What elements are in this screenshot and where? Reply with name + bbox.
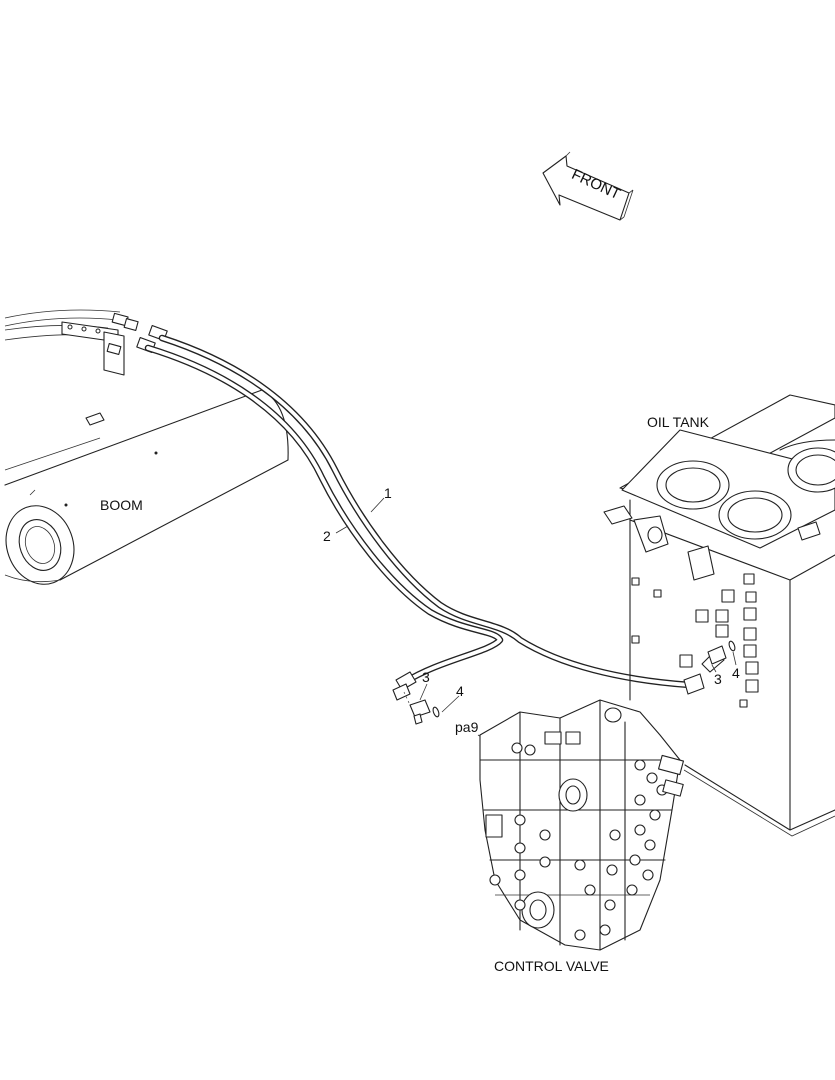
callout-2: 2	[323, 528, 331, 544]
hose-assemblies	[144, 334, 725, 701]
control-valve-label: CONTROL VALVE	[494, 958, 609, 974]
oil-tank-label: OIL TANK	[647, 414, 710, 430]
upper-pipes	[4, 309, 168, 376]
control-valve: CONTROL VALVE	[479, 699, 684, 974]
callout-1: 1	[384, 485, 392, 501]
callout-3-right: 3	[714, 671, 722, 687]
fitting-group-right	[707, 640, 736, 665]
callouts: 1 2 3 4 pa9 3 4	[323, 485, 740, 746]
front-arrow: FRONT	[542, 151, 634, 221]
fitting-group-left	[403, 691, 440, 725]
boom-cylinder: BOOM	[4, 389, 289, 585]
oil-tank: OIL TANK	[603, 394, 835, 837]
callout-4-left: 4	[456, 683, 464, 699]
callout-pa9: pa9	[455, 719, 479, 735]
callout-4-right: 4	[732, 665, 740, 681]
boom-label: BOOM	[100, 497, 143, 513]
callout-3-left: 3	[422, 669, 430, 685]
